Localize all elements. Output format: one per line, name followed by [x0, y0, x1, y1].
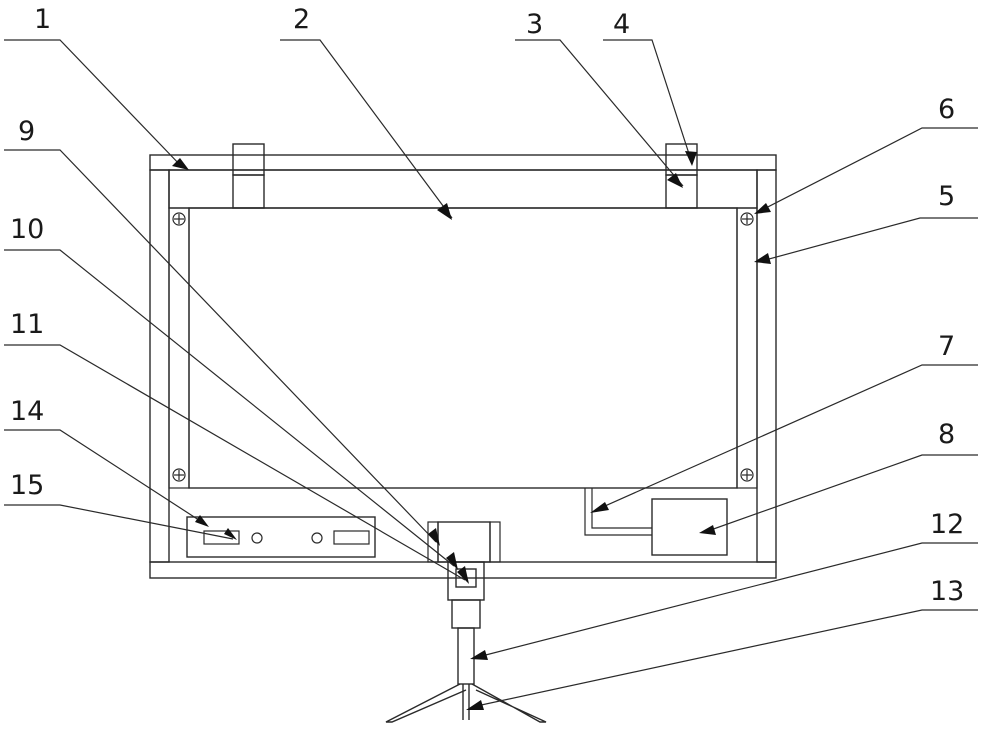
part-label: 14	[10, 396, 44, 427]
button-icon	[311, 532, 323, 544]
part-label: 9	[18, 116, 35, 147]
top-wall	[149, 154, 777, 171]
part-label: 8	[938, 419, 955, 450]
part-label: 5	[938, 181, 955, 212]
leader-lines	[4, 39, 978, 708]
main-board	[188, 207, 738, 489]
screw-icon	[740, 212, 754, 226]
part-labels: 1 2 3 4 5 6 7 8 9 10 11 12 13 14 15	[10, 4, 964, 607]
part-label: 15	[10, 470, 44, 501]
screw-icon	[172, 468, 186, 482]
control-panel	[186, 516, 376, 558]
tripod	[385, 683, 547, 723]
left-guide	[168, 207, 190, 489]
left-wall	[149, 169, 170, 563]
part-label: 13	[930, 576, 964, 607]
part-label: 7	[938, 331, 955, 362]
part-label: 1	[34, 4, 51, 35]
part-label: 6	[938, 94, 955, 125]
housing	[149, 154, 777, 579]
part-label: 11	[10, 309, 44, 340]
screw-icon	[172, 212, 186, 226]
wire	[584, 488, 652, 536]
part-label: 4	[613, 9, 630, 40]
part-label: 3	[526, 9, 543, 40]
display-slot	[333, 530, 370, 545]
part-label: 10	[10, 214, 44, 245]
part-label: 2	[293, 4, 310, 35]
left-knob	[232, 143, 265, 209]
screw-icon	[740, 468, 754, 482]
right-wall	[756, 169, 777, 563]
arrowheads	[172, 151, 771, 710]
display-slot	[203, 530, 240, 545]
support-pole	[457, 627, 475, 685]
button-icon	[251, 532, 263, 544]
part-label: 12	[930, 509, 964, 540]
battery-box	[651, 498, 728, 556]
